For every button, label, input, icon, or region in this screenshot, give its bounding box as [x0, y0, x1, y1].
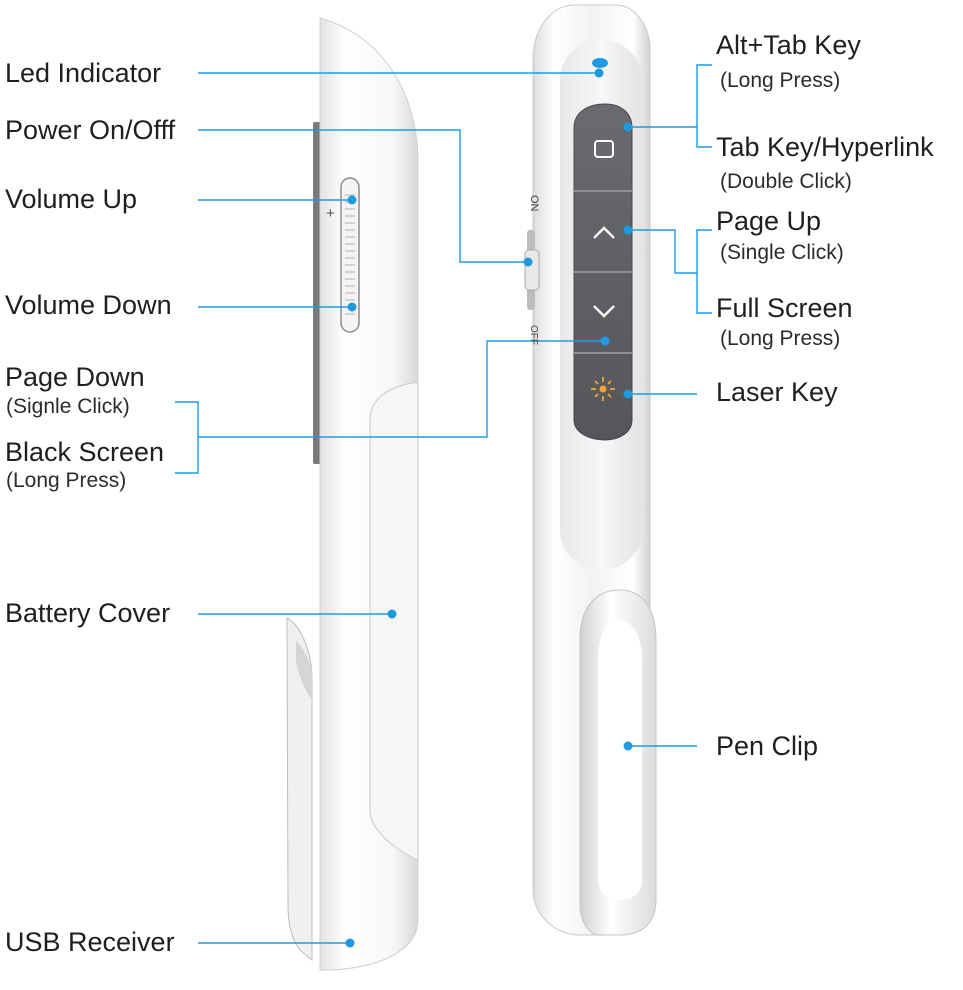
tab-key-label: Tab Key/Hyperlink — [716, 132, 934, 162]
full-screen-label: Full Screen — [716, 293, 853, 323]
volume-plus-mark: + — [326, 205, 335, 222]
black-screen-label: Black Screen — [5, 437, 165, 467]
usb-receiver-part — [286, 617, 313, 962]
led-indicator-label: Led Indicator — [5, 58, 162, 88]
page-up-dot — [623, 225, 633, 235]
page-up-callout-line — [628, 229, 697, 274]
switch-off-mark: OFF — [528, 325, 539, 345]
battery-cover-label: Battery Cover — [5, 598, 171, 628]
black-screen-sublabel: (Long Press) — [6, 469, 127, 492]
square-icon — [594, 140, 614, 158]
chevron-down-icon — [593, 305, 615, 318]
alt-tab-label: Alt+Tab Key — [716, 30, 861, 60]
laser-dot — [623, 389, 633, 399]
volume-up-dot — [347, 195, 357, 205]
laser-icon — [591, 377, 615, 401]
power-dot — [523, 257, 533, 267]
switch-on-mark: ON — [528, 195, 540, 212]
pen-clip-dot — [623, 741, 633, 751]
volume-down-label: Volume Down — [5, 290, 172, 320]
power-switch — [524, 249, 540, 291]
pen-clip-label: Pen Clip — [716, 731, 819, 761]
alt-tab-bracket — [696, 64, 712, 148]
page-up-bracket — [696, 229, 712, 314]
callout-lines — [175, 64, 712, 944]
page-up-sublabel: (Single Click) — [720, 241, 844, 264]
alt-tab-sublabel: (Long Press) — [720, 69, 841, 92]
front-view-device — [524, 4, 657, 936]
page-down-sublabel: (Signle Click) — [6, 395, 130, 418]
alt-tab-dot — [623, 122, 633, 132]
side-edge — [313, 122, 321, 464]
led-light — [592, 58, 608, 68]
tab-key-sublabel: (Double Click) — [720, 170, 852, 193]
page-down-dot — [600, 336, 610, 346]
page-down-callout-line — [198, 340, 605, 438]
full-screen-sublabel: (Long Press) — [720, 327, 841, 350]
side-view-device — [286, 17, 419, 971]
chevron-up-icon — [593, 226, 615, 239]
led-dot — [594, 68, 604, 78]
battery-cover-dot — [387, 609, 397, 619]
page-down-label: Page Down — [5, 362, 145, 392]
battery-cover-panel — [369, 381, 419, 861]
laser-key-label: Laser Key — [716, 377, 838, 407]
callout-dots — [345, 68, 633, 948]
volume-up-label: Volume Up — [5, 184, 138, 214]
volume-down-dot — [347, 302, 357, 312]
page-up-label: Page Up — [716, 206, 822, 236]
usb-receiver-dot — [345, 938, 355, 948]
power-callout-line — [198, 129, 528, 263]
usb-receiver-label: USB Receiver — [5, 927, 175, 957]
power-label: Power On/Offf — [5, 115, 176, 145]
page-down-bracket — [175, 401, 199, 474]
